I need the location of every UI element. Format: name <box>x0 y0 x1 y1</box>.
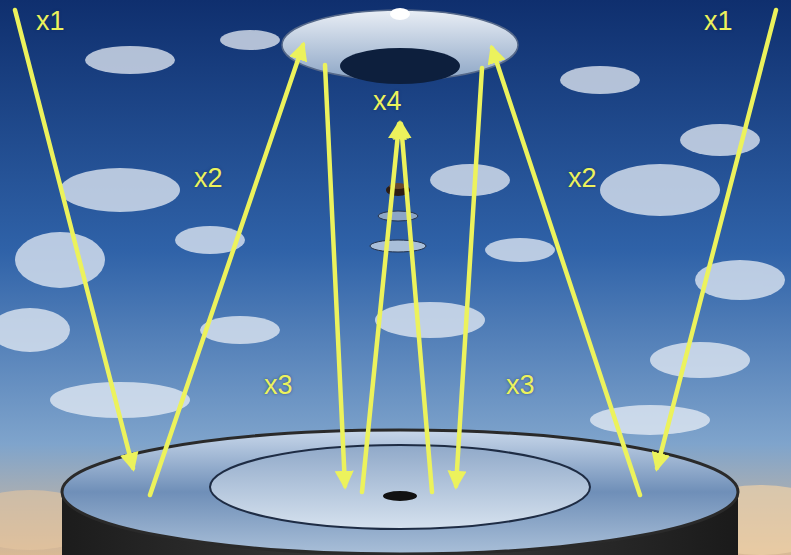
ray-label: x4 <box>373 86 402 116</box>
ray-label: x3 <box>264 370 293 400</box>
ray-label: x1 <box>36 6 65 36</box>
ray-label: x2 <box>194 163 223 193</box>
ray-label: x3 <box>506 370 535 400</box>
ray-label: x1 <box>704 6 733 36</box>
ray-label: x2 <box>568 163 597 193</box>
